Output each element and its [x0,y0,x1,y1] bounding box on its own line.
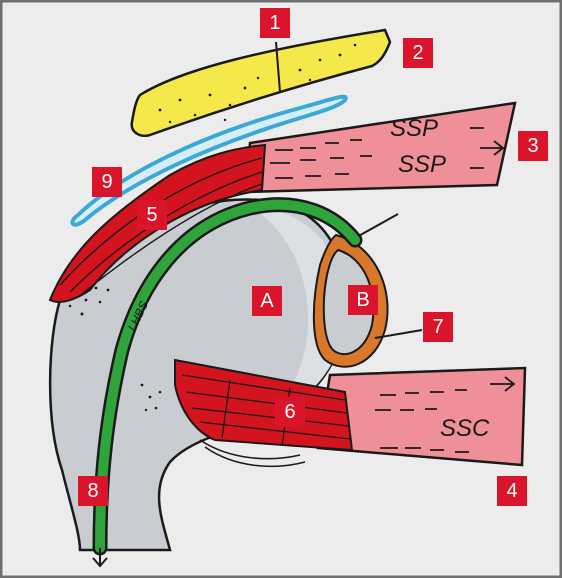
label-4: 4 [497,476,527,506]
label-b: B [348,285,378,315]
label-8: 8 [78,476,108,506]
label-7: 7 [423,312,453,342]
label-9: 9 [92,167,122,197]
tendon-text-ssc: SSC [440,415,490,442]
label-5: 5 [137,200,167,230]
label-2: 2 [403,38,433,68]
tendon-text-ssp-upper: SSP [390,115,438,142]
label-3: 3 [518,131,548,161]
label-1: 1 [260,8,290,38]
label-6: 6 [275,397,305,427]
label-a: A [252,286,282,316]
tendon-text-ssp-lower: SSP [398,151,446,178]
